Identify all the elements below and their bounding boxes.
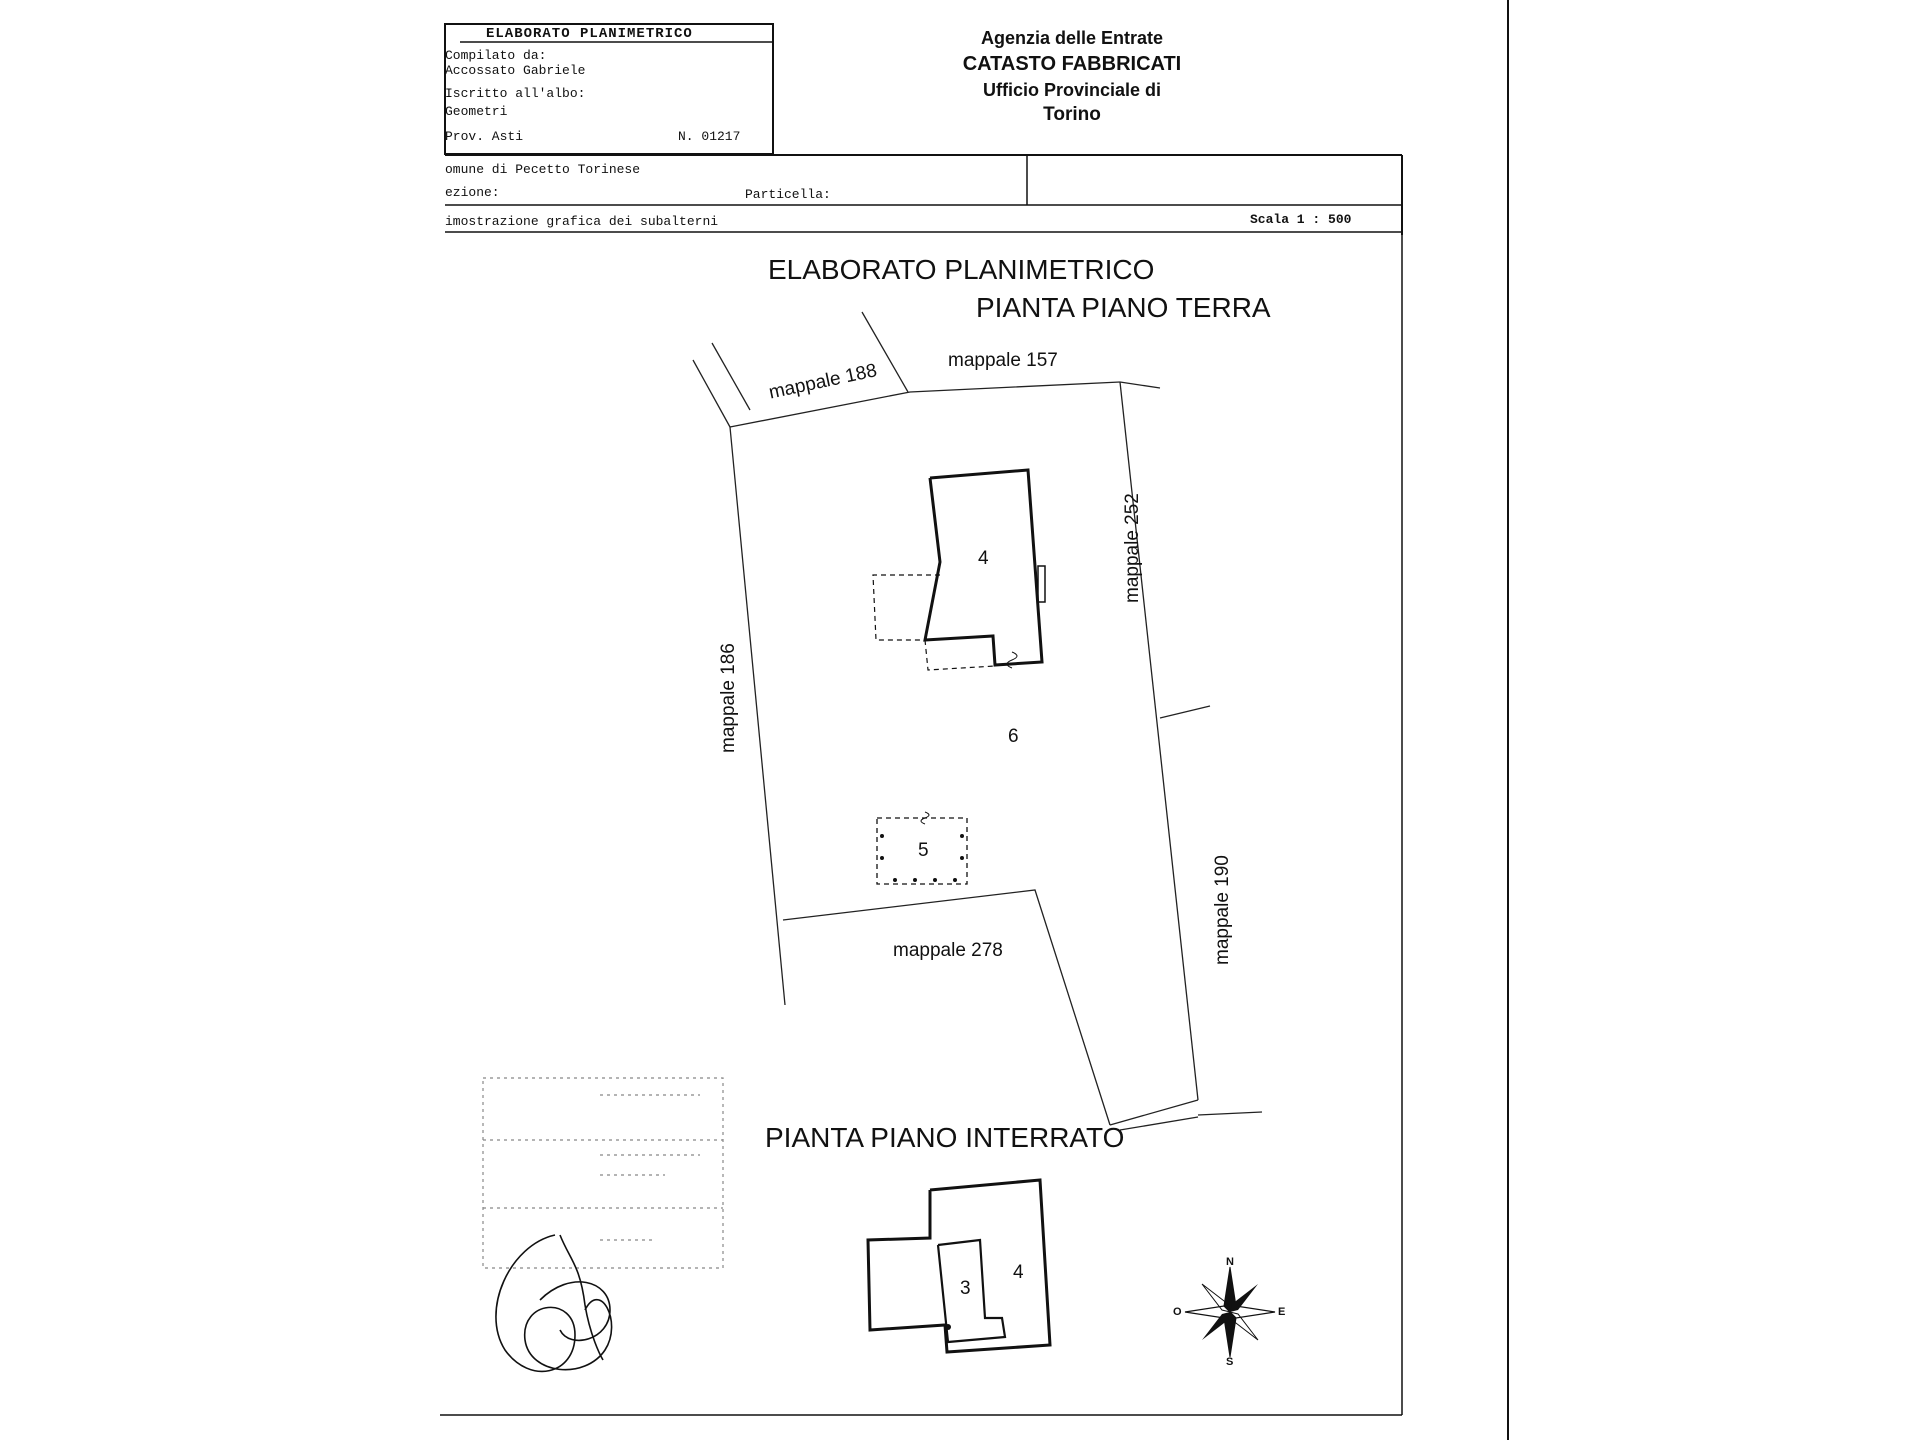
- mappale-278-label: mappale 278: [893, 940, 1003, 961]
- iscritto-value: Geometri: [445, 104, 508, 119]
- boundary-south-ext: [1197, 1111, 1263, 1116]
- unit-5-dashed-outline: [876, 817, 968, 885]
- unit-4-basement-label: 4: [1013, 1262, 1024, 1283]
- boundary-east: [1119, 381, 1199, 1101]
- boundary-south: [1109, 1099, 1199, 1126]
- boundary-north-ext: [1119, 381, 1161, 389]
- compass-west: O: [1173, 1306, 1182, 1318]
- boundary-west: [729, 426, 786, 1006]
- basement-outline-unit-4: [866, 1178, 1052, 1354]
- basement-plan: [866, 1178, 1052, 1354]
- signature: [495, 1234, 613, 1373]
- comune: omune di Pecetto Torinese: [445, 162, 641, 177]
- basement-mark: [945, 1324, 951, 1330]
- compilato-name: Accossato Gabriele: [445, 63, 586, 78]
- unit-3-basement-label: 3: [960, 1278, 971, 1299]
- agency-line-4: Torino: [1043, 104, 1101, 125]
- agency-line-1: Agenzia delle Entrate: [980, 28, 1164, 48]
- dashed-porch-south: [924, 639, 996, 671]
- agency-line-3: Ufficio Provinciale di: [982, 80, 1162, 100]
- compass-north: N: [1226, 1256, 1234, 1268]
- info-box-title: ELABORATO PLANIMETRICO: [486, 26, 693, 42]
- boundary-nw-1: [692, 359, 731, 428]
- building-bump: [1037, 565, 1046, 603]
- stair-symbol: [1006, 651, 1018, 669]
- sezione: ezione:: [445, 185, 500, 200]
- particella: Particella:: [745, 187, 831, 202]
- boundary-nw-3: [861, 311, 909, 393]
- ground-floor-title: PIANTA PIANO TERRA: [976, 292, 1271, 323]
- unit-6-label: 6: [1008, 726, 1019, 747]
- unit-5-posts: [880, 834, 964, 882]
- unit-5-label: 5: [918, 840, 929, 861]
- dashed-porch-west: [872, 574, 940, 641]
- signature-loop-1: [495, 1234, 613, 1373]
- stamp: [482, 1077, 724, 1269]
- compilato-label: Compilato da:: [445, 48, 547, 63]
- parcel-boundaries: [692, 311, 1263, 1131]
- compass-east: E: [1278, 1306, 1286, 1318]
- mappale-252-label: mappale 252: [1122, 493, 1143, 603]
- signature-stroke-1: [559, 1234, 604, 1361]
- unit-4-ground-label: 4: [978, 548, 989, 569]
- dimostrazione: imostrazione grafica dei subalterni: [445, 214, 719, 229]
- boundary-north: [729, 381, 1121, 428]
- basement-title: PIANTA PIANO INTERRATO: [765, 1122, 1125, 1153]
- header-frame: [440, 0, 1509, 1440]
- agency-line-2: CATASTO FABBRICATI: [962, 53, 1182, 75]
- unit-5-box: [876, 811, 968, 885]
- scala: Scala 1 : 500: [1250, 212, 1352, 227]
- boundary-south-lower: [1119, 1116, 1199, 1131]
- basement-outline-unit-3: [936, 1238, 1007, 1344]
- signature-loop-2: [539, 1281, 611, 1342]
- building-unit-4-ground: [872, 468, 1046, 671]
- plan-title: ELABORATO PLANIMETRICO: [768, 254, 1155, 285]
- mappale-157-label: mappale 157: [948, 350, 1058, 371]
- mappale-190-label: mappale 190: [1212, 855, 1233, 965]
- unit-5-symbol: [920, 811, 930, 825]
- boundary-nw-2: [711, 342, 751, 411]
- boundary-mappale-278: [782, 889, 1111, 1126]
- provincia: Prov. Asti: [445, 129, 524, 144]
- iscrizione-numero: N. 01217: [678, 129, 741, 144]
- compass-rose: [1184, 1266, 1276, 1358]
- iscritto-label: Iscritto all'albo:: [445, 86, 586, 101]
- mappale-186-label: mappale 186: [718, 643, 739, 753]
- stamp-frame: [482, 1077, 724, 1269]
- boundary-east-spur: [1159, 705, 1211, 719]
- compass-south: S: [1226, 1356, 1234, 1368]
